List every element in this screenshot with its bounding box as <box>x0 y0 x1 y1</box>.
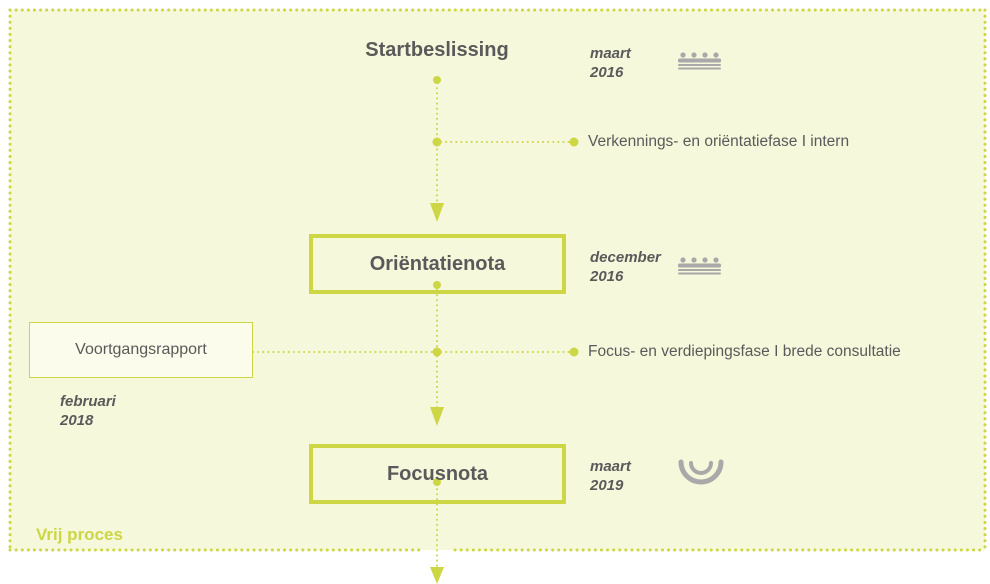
milestone-box-focusnota: Focusnota <box>309 444 566 504</box>
flow-node <box>432 137 442 147</box>
flow-node <box>432 347 442 357</box>
region-label: Vrij proces <box>36 525 123 544</box>
milestone-box-orientatienota: Oriëntatienota <box>309 234 566 294</box>
milestone-title-orientatienota: Oriëntatienota <box>369 252 506 275</box>
milestone-title-focusnota: Focusnota <box>386 462 489 485</box>
consultation-arc-icon <box>678 459 724 485</box>
flow-arrow-1 <box>430 203 444 222</box>
flow-node <box>433 281 441 289</box>
milestone-title-startbeslissing: Startbeslissing <box>365 39 509 61</box>
side-report-box: Voortgangsrapport <box>29 322 253 378</box>
phase-1-node <box>569 137 579 147</box>
flow-node <box>433 76 441 84</box>
council-icon <box>678 257 721 275</box>
council-icon <box>678 52 721 70</box>
flow-arrow-3 <box>430 567 444 584</box>
phase-2-node <box>569 347 579 357</box>
region-background <box>10 10 985 550</box>
side-report-title: Voortgangsrapport <box>75 341 207 358</box>
phase-label-verkenning: Verkennings- en oriëntatiefase I intern <box>588 133 850 150</box>
flow-node <box>433 478 441 486</box>
phase-label-focus: Focus- en verdiepingsfase I brede consul… <box>588 343 901 360</box>
flow-arrow-2 <box>430 407 444 426</box>
